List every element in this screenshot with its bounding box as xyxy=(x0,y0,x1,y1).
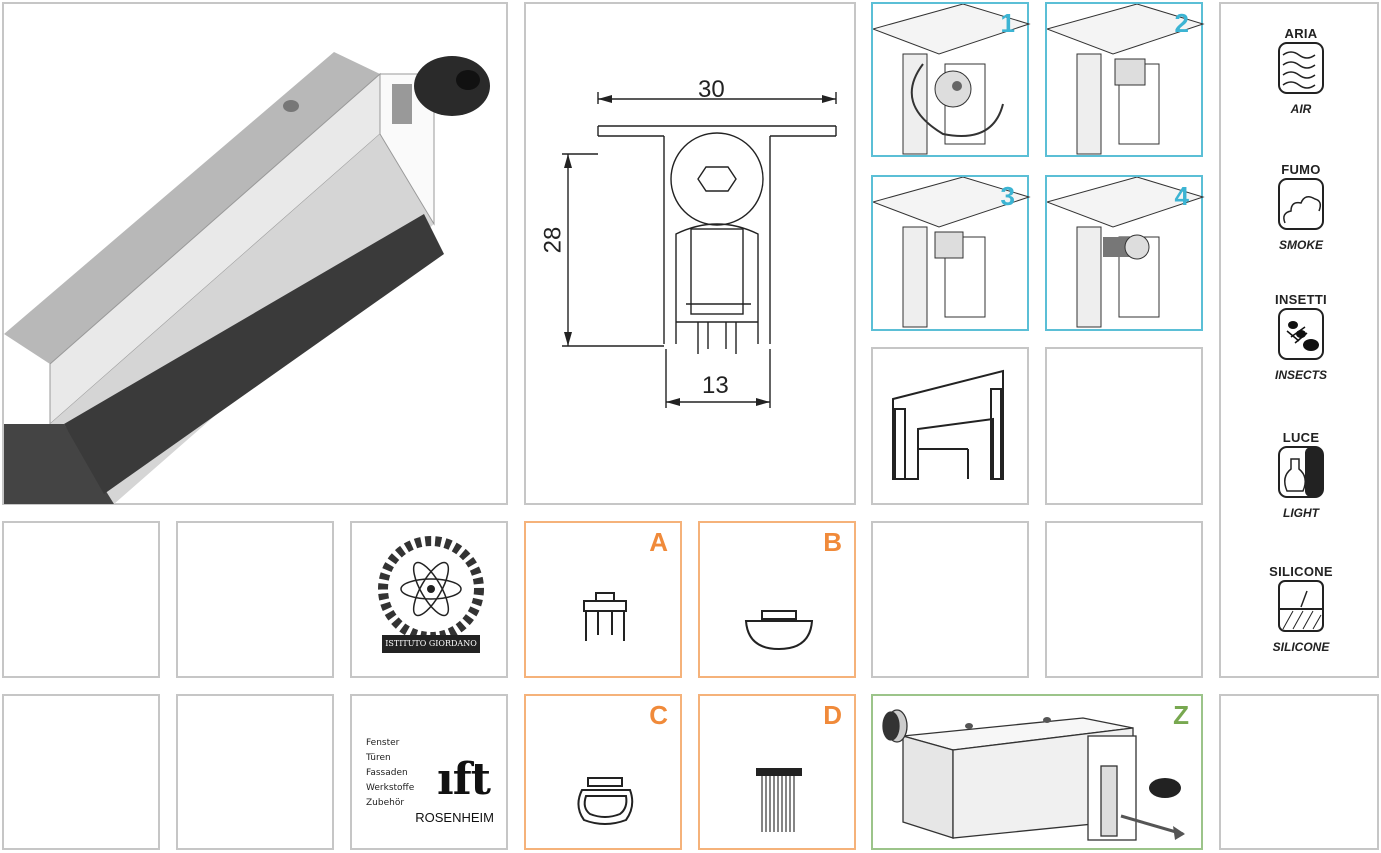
fork-seal-icon xyxy=(583,592,627,641)
certification-giordano: ISTITUTO GIORDANO xyxy=(350,521,508,678)
feature-title: ARIA xyxy=(1284,26,1318,41)
ift-city: ROSENHEIM xyxy=(415,810,494,825)
kit-z: Z xyxy=(871,694,1203,850)
bulb-seal-icon xyxy=(744,610,814,651)
screw-step-icon xyxy=(1047,177,1205,328)
install-step-1: 1 xyxy=(871,2,1031,157)
feature-subtitle: AIR xyxy=(1290,102,1312,116)
housing-profile-icon xyxy=(892,369,1004,480)
base-dimension: 13 xyxy=(702,372,729,399)
seal-letter: D xyxy=(823,700,842,730)
feature-title: LUCE xyxy=(1282,430,1320,445)
feature-silicone: SILICONE SILICONE xyxy=(1221,564,1381,654)
giordano-name: ISTITUTO GIORDANO xyxy=(385,639,477,648)
kit-assembly-icon xyxy=(882,709,1185,841)
ift-category: Werkstoffe xyxy=(366,783,415,793)
ift-category: Türen xyxy=(366,753,391,763)
feature-light: LUCE LIGHT xyxy=(1221,430,1381,520)
seal-a: A xyxy=(524,521,682,678)
feature-smoke: FUMO SMOKE xyxy=(1221,162,1381,252)
features-panel: ARIA AIR FUMO SMOKE INSETTI INSECTS LUCE… xyxy=(1219,2,1379,678)
adjust-knob-step-icon xyxy=(873,4,1031,155)
width-dimension: 30 xyxy=(698,76,725,103)
housing-profile xyxy=(871,347,1029,505)
feature-insects: INSETTI INSECTS xyxy=(1221,292,1381,382)
product-photo xyxy=(2,2,508,505)
seal-letter: B xyxy=(823,527,842,557)
tube-seal-icon xyxy=(577,777,634,825)
silicone-icon xyxy=(1278,580,1324,632)
giordano-logo-icon xyxy=(378,536,484,653)
ift-category: Zubehör xyxy=(366,798,405,808)
profile-cross-section xyxy=(562,92,837,408)
feature-title: SILICONE xyxy=(1269,564,1333,579)
certification-ift: Fenster Türen Fassaden Werkstoffe Zubehö… xyxy=(350,694,508,850)
empty-cell xyxy=(871,521,1029,678)
install-step-2: 2 xyxy=(1045,2,1205,157)
ift-categories: Fenster Türen Fassaden Werkstoffe Zubehö… xyxy=(366,736,414,811)
install-step-4: 4 xyxy=(1045,175,1205,331)
air-icon xyxy=(1278,42,1324,94)
feature-subtitle: LIGHT xyxy=(1283,506,1319,520)
ift-category: Fenster xyxy=(366,738,400,748)
height-dimension: 28 xyxy=(539,226,567,254)
feature-title: FUMO xyxy=(1281,162,1321,177)
feature-title: INSETTI xyxy=(1275,292,1327,307)
brush-seal-icon xyxy=(756,768,802,832)
cap-insert-step-icon xyxy=(873,177,1031,328)
step-number: 3 xyxy=(1000,181,1015,211)
empty-cell xyxy=(2,521,160,678)
empty-cell xyxy=(176,521,334,678)
light-icon xyxy=(1278,446,1324,498)
ift-category: Fassaden xyxy=(366,768,408,778)
feature-air: ARIA AIR xyxy=(1221,26,1381,116)
drop-seal-illustration xyxy=(4,52,490,504)
feature-subtitle: SILICONE xyxy=(1272,640,1330,654)
feature-subtitle: SMOKE xyxy=(1278,238,1323,252)
seal-letter: C xyxy=(649,700,668,730)
install-step-3: 3 xyxy=(871,175,1031,331)
empty-cell xyxy=(1045,347,1203,505)
empty-cell xyxy=(1045,521,1203,678)
empty-cell xyxy=(2,694,160,850)
smoke-icon xyxy=(1278,178,1324,230)
cap-step-icon xyxy=(1047,4,1205,155)
dimension-drawing: 30 28 13 xyxy=(524,2,856,505)
kit-label: Z xyxy=(1173,700,1189,730)
feature-subtitle: INSECTS xyxy=(1274,368,1327,382)
seal-c: C xyxy=(524,694,682,850)
ift-logo: ıft xyxy=(437,754,491,805)
seal-letter: A xyxy=(649,527,668,557)
step-number: 2 xyxy=(1174,8,1189,38)
empty-cell xyxy=(176,694,334,850)
seal-d: D xyxy=(698,694,856,850)
empty-cell xyxy=(1219,694,1379,850)
seal-b: B xyxy=(698,521,856,678)
step-number: 4 xyxy=(1174,181,1189,211)
step-number: 1 xyxy=(1000,8,1015,38)
insect-icon xyxy=(1278,308,1324,360)
